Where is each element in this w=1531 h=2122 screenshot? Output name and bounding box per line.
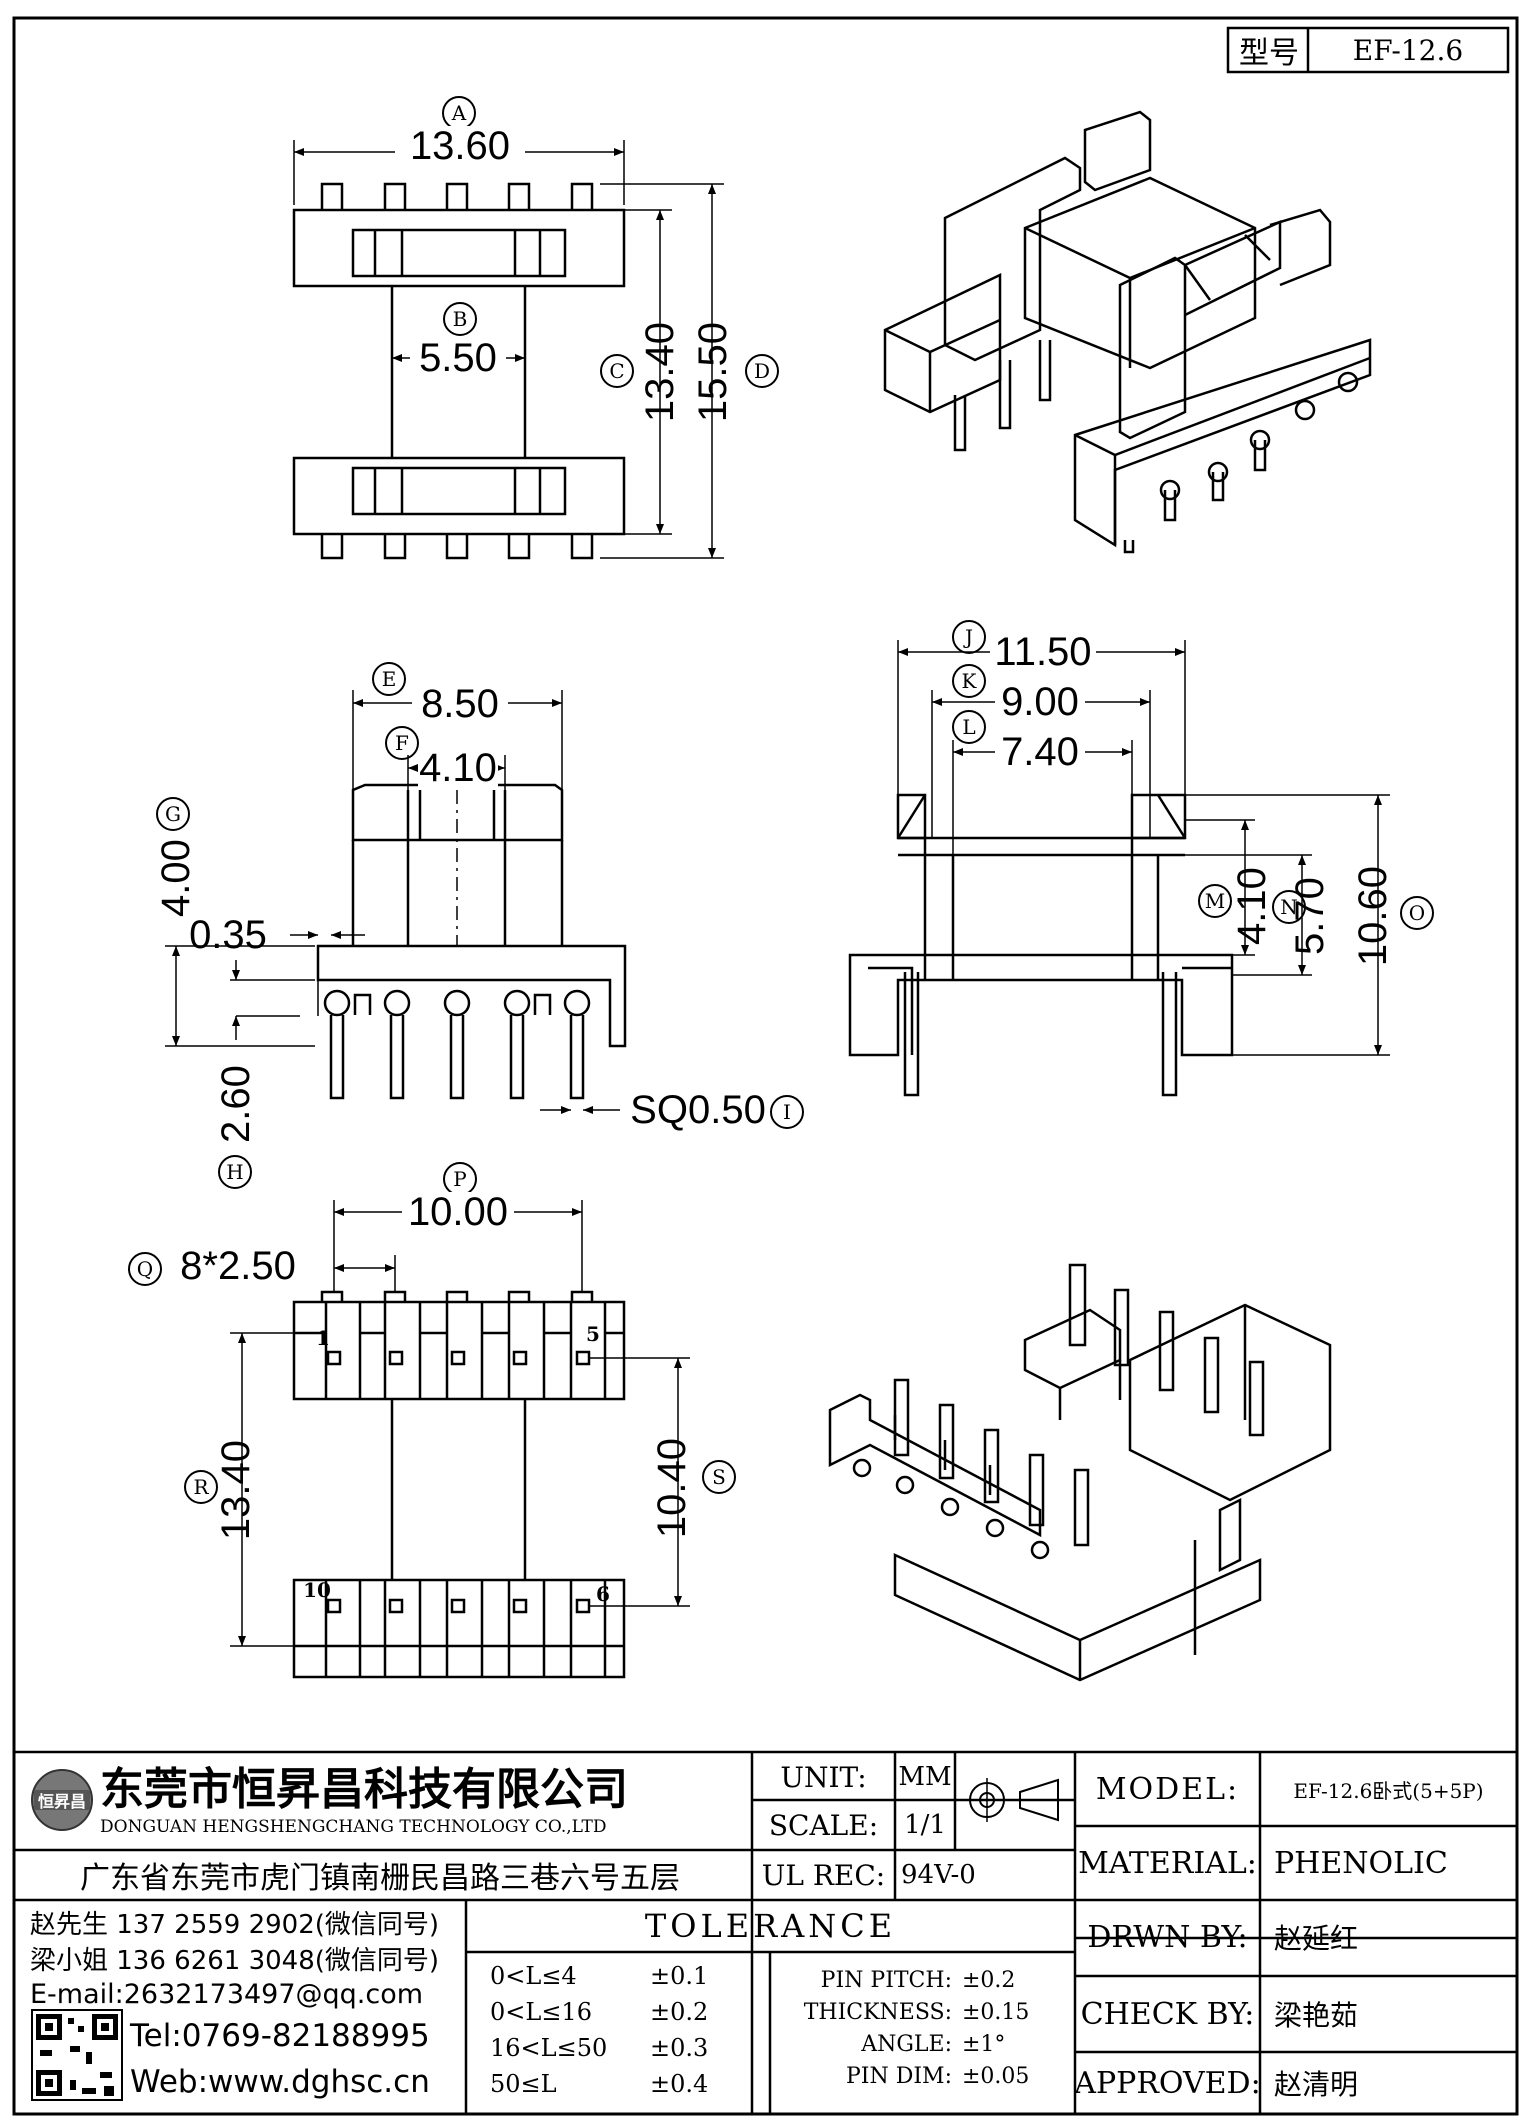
title-block — [14, 1750, 1517, 2114]
drwn-value: 赵延红 — [1274, 1922, 1359, 1955]
spec-label: THICKNESS: — [803, 1999, 952, 2025]
spec-value: ±1° — [962, 2031, 1006, 2057]
dim-J-value: 11.50 — [990, 630, 1096, 674]
pin-number: 5 — [586, 1322, 600, 1346]
dim-E-value: 8.50 — [412, 682, 508, 726]
tolerance-value: ±0.4 — [650, 2070, 709, 2098]
outer-frame — [12, 16, 1519, 2116]
dim-I-letter: I — [770, 1095, 804, 1129]
scale-value: 1/1 — [904, 1810, 946, 1840]
dim-I-value: SQ0.50 — [630, 1087, 766, 1132]
tolerance-specs: PIN PITCH: ±0.2 THICKNESS: ±0.15 ANGLE: ±1°… — [772, 1964, 1072, 2092]
tolerance-value: ±0.2 — [650, 1998, 709, 2026]
tolerance-range: 16<L≤50 — [490, 2034, 608, 2062]
website: Web:www.dghsc.cn — [130, 2064, 430, 2100]
logo-text: 恒昇昌 — [37, 1792, 86, 1811]
tolerance-value: ±0.3 — [650, 2034, 709, 2062]
tolerance-range: 0<L≤16 — [490, 1998, 592, 2026]
unit-label: UNIT: — [780, 1760, 867, 1794]
type-value: EF-12.6 — [1352, 33, 1464, 67]
company-address: 广东省东莞市虎门镇南栅民昌路三巷六号五层 — [80, 1861, 680, 1896]
dim-H-letter: H — [218, 1155, 252, 1189]
dim-F-letter: F — [385, 726, 419, 760]
dim-K-letter: K — [952, 664, 986, 698]
dim-O-value: 10.60 — [1350, 865, 1395, 967]
dim-A-value: 13.60 — [395, 124, 525, 168]
dim-P-value: 10.00 — [402, 1190, 514, 1234]
scale-label: SCALE: — [768, 1808, 879, 1842]
material-label: MATERIAL: — [1078, 1845, 1257, 1881]
tolerance-range: 0<L≤4 — [490, 1962, 577, 1990]
dim-D-letter: D — [745, 354, 779, 388]
dim-H-value: 2.60 — [213, 1065, 258, 1143]
qr-code — [31, 2009, 123, 2101]
dim-C-value: 13.40 — [637, 321, 682, 423]
email: E-mail:2632173497@qq.com — [30, 1978, 424, 2010]
company-name-en: DONGUAN HENGSHENGCHANG TECHNOLOGY CO.,LT… — [100, 1817, 607, 1837]
pin-number: 10 — [303, 1578, 331, 1602]
dim-O-letter: O — [1400, 896, 1434, 930]
approved-value: 赵清明 — [1274, 2068, 1359, 2101]
check-label: CHECK BY: — [1080, 1996, 1255, 2032]
isometric-view-top — [883, 110, 1372, 554]
dim-B-value: 5.50 — [410, 336, 506, 380]
company-logo — [31, 1769, 93, 1831]
type-box — [1226, 26, 1510, 74]
spec-value: ±0.2 — [962, 1967, 1016, 1993]
contact-2: 梁小姐 136 6261 3048(微信同号) — [30, 1945, 440, 1976]
dim-M-value: 4.10 — [1229, 867, 1274, 945]
dim-F-value: 4.10 — [418, 745, 498, 790]
dim-R-value: 13.40 — [213, 1439, 258, 1541]
dim-G-letter: G — [156, 797, 190, 831]
dim-M-letter: M — [1198, 884, 1232, 918]
dim-C-letter: C — [600, 354, 634, 388]
bottom-view — [230, 1200, 690, 1679]
tolerance-value: ±0.1 — [650, 1962, 709, 1990]
model-value: EF-12.6卧式(5+5P) — [1293, 1778, 1484, 1803]
material-value: PHENOLIC — [1274, 1845, 1448, 1881]
dim-B-letter: B — [443, 302, 477, 336]
ulrec-label: UL REC: — [761, 1858, 886, 1892]
dim-J-letter: J — [952, 620, 986, 654]
ulrec-value: 94V-0 — [901, 1860, 976, 1890]
spec-label: PIN DIM: — [845, 2063, 952, 2089]
dim-R-letter: R — [184, 1470, 218, 1504]
spec-value: ±0.05 — [962, 2063, 1030, 2089]
tolerance-range: 50≤L — [490, 2070, 557, 2098]
dim-L-letter: L — [952, 710, 986, 744]
dim-N-value: 5.70 — [1287, 877, 1332, 955]
dim-K-value: 9.00 — [995, 680, 1085, 724]
pin-number: 1 — [316, 1326, 330, 1350]
type-label: 型号 — [1239, 36, 1299, 71]
spec-value: ±0.15 — [962, 1999, 1030, 2025]
drwn-label: DRWN BY: — [1087, 1919, 1248, 1955]
top-view — [292, 140, 724, 560]
spec-label: PIN PITCH: — [820, 1967, 952, 1993]
pin-number: 6 — [596, 1582, 610, 1606]
company-name-cn: 东莞市恒昇昌科技有限公司 — [100, 1764, 628, 1815]
front-view — [848, 640, 1390, 1097]
spec-label: ANGLE: — [861, 2031, 952, 2057]
dim-D-value: 15.50 — [690, 321, 735, 423]
dim-Q-value: 8*2.50 — [180, 1243, 296, 1288]
unit-value: MM — [898, 1762, 952, 1792]
dim-N-letter: N — [1272, 890, 1306, 924]
dim-S-value: 10.40 — [649, 1437, 694, 1539]
dim-L-value: 7.40 — [995, 730, 1085, 774]
approved-label: APPROVED: — [1074, 2065, 1261, 2101]
isometric-view-bottom — [828, 1263, 1332, 1682]
tolerance-rows: 0<L≤4 ±0.1 0<L≤16 ±0.2 16<L≤50 ±0.3 50≤L ±0.… — [490, 1958, 760, 2102]
dim-S-letter: S — [702, 1460, 736, 1494]
dim-E-letter: E — [372, 662, 406, 696]
contact-1: 赵先生 137 2559 2902(微信同号) — [30, 1909, 440, 1940]
check-value: 梁艳茹 — [1274, 1999, 1359, 2032]
model-label: MODEL: — [1095, 1771, 1240, 1807]
side-view — [165, 690, 627, 1114]
dim-extra-value: 0.35 — [189, 912, 267, 957]
telephone: Tel:0769-82188995 — [130, 2018, 430, 2054]
dim-Q-letter: Q — [128, 1252, 162, 1286]
tolerance-title: TOLERANCE — [644, 1907, 897, 1945]
